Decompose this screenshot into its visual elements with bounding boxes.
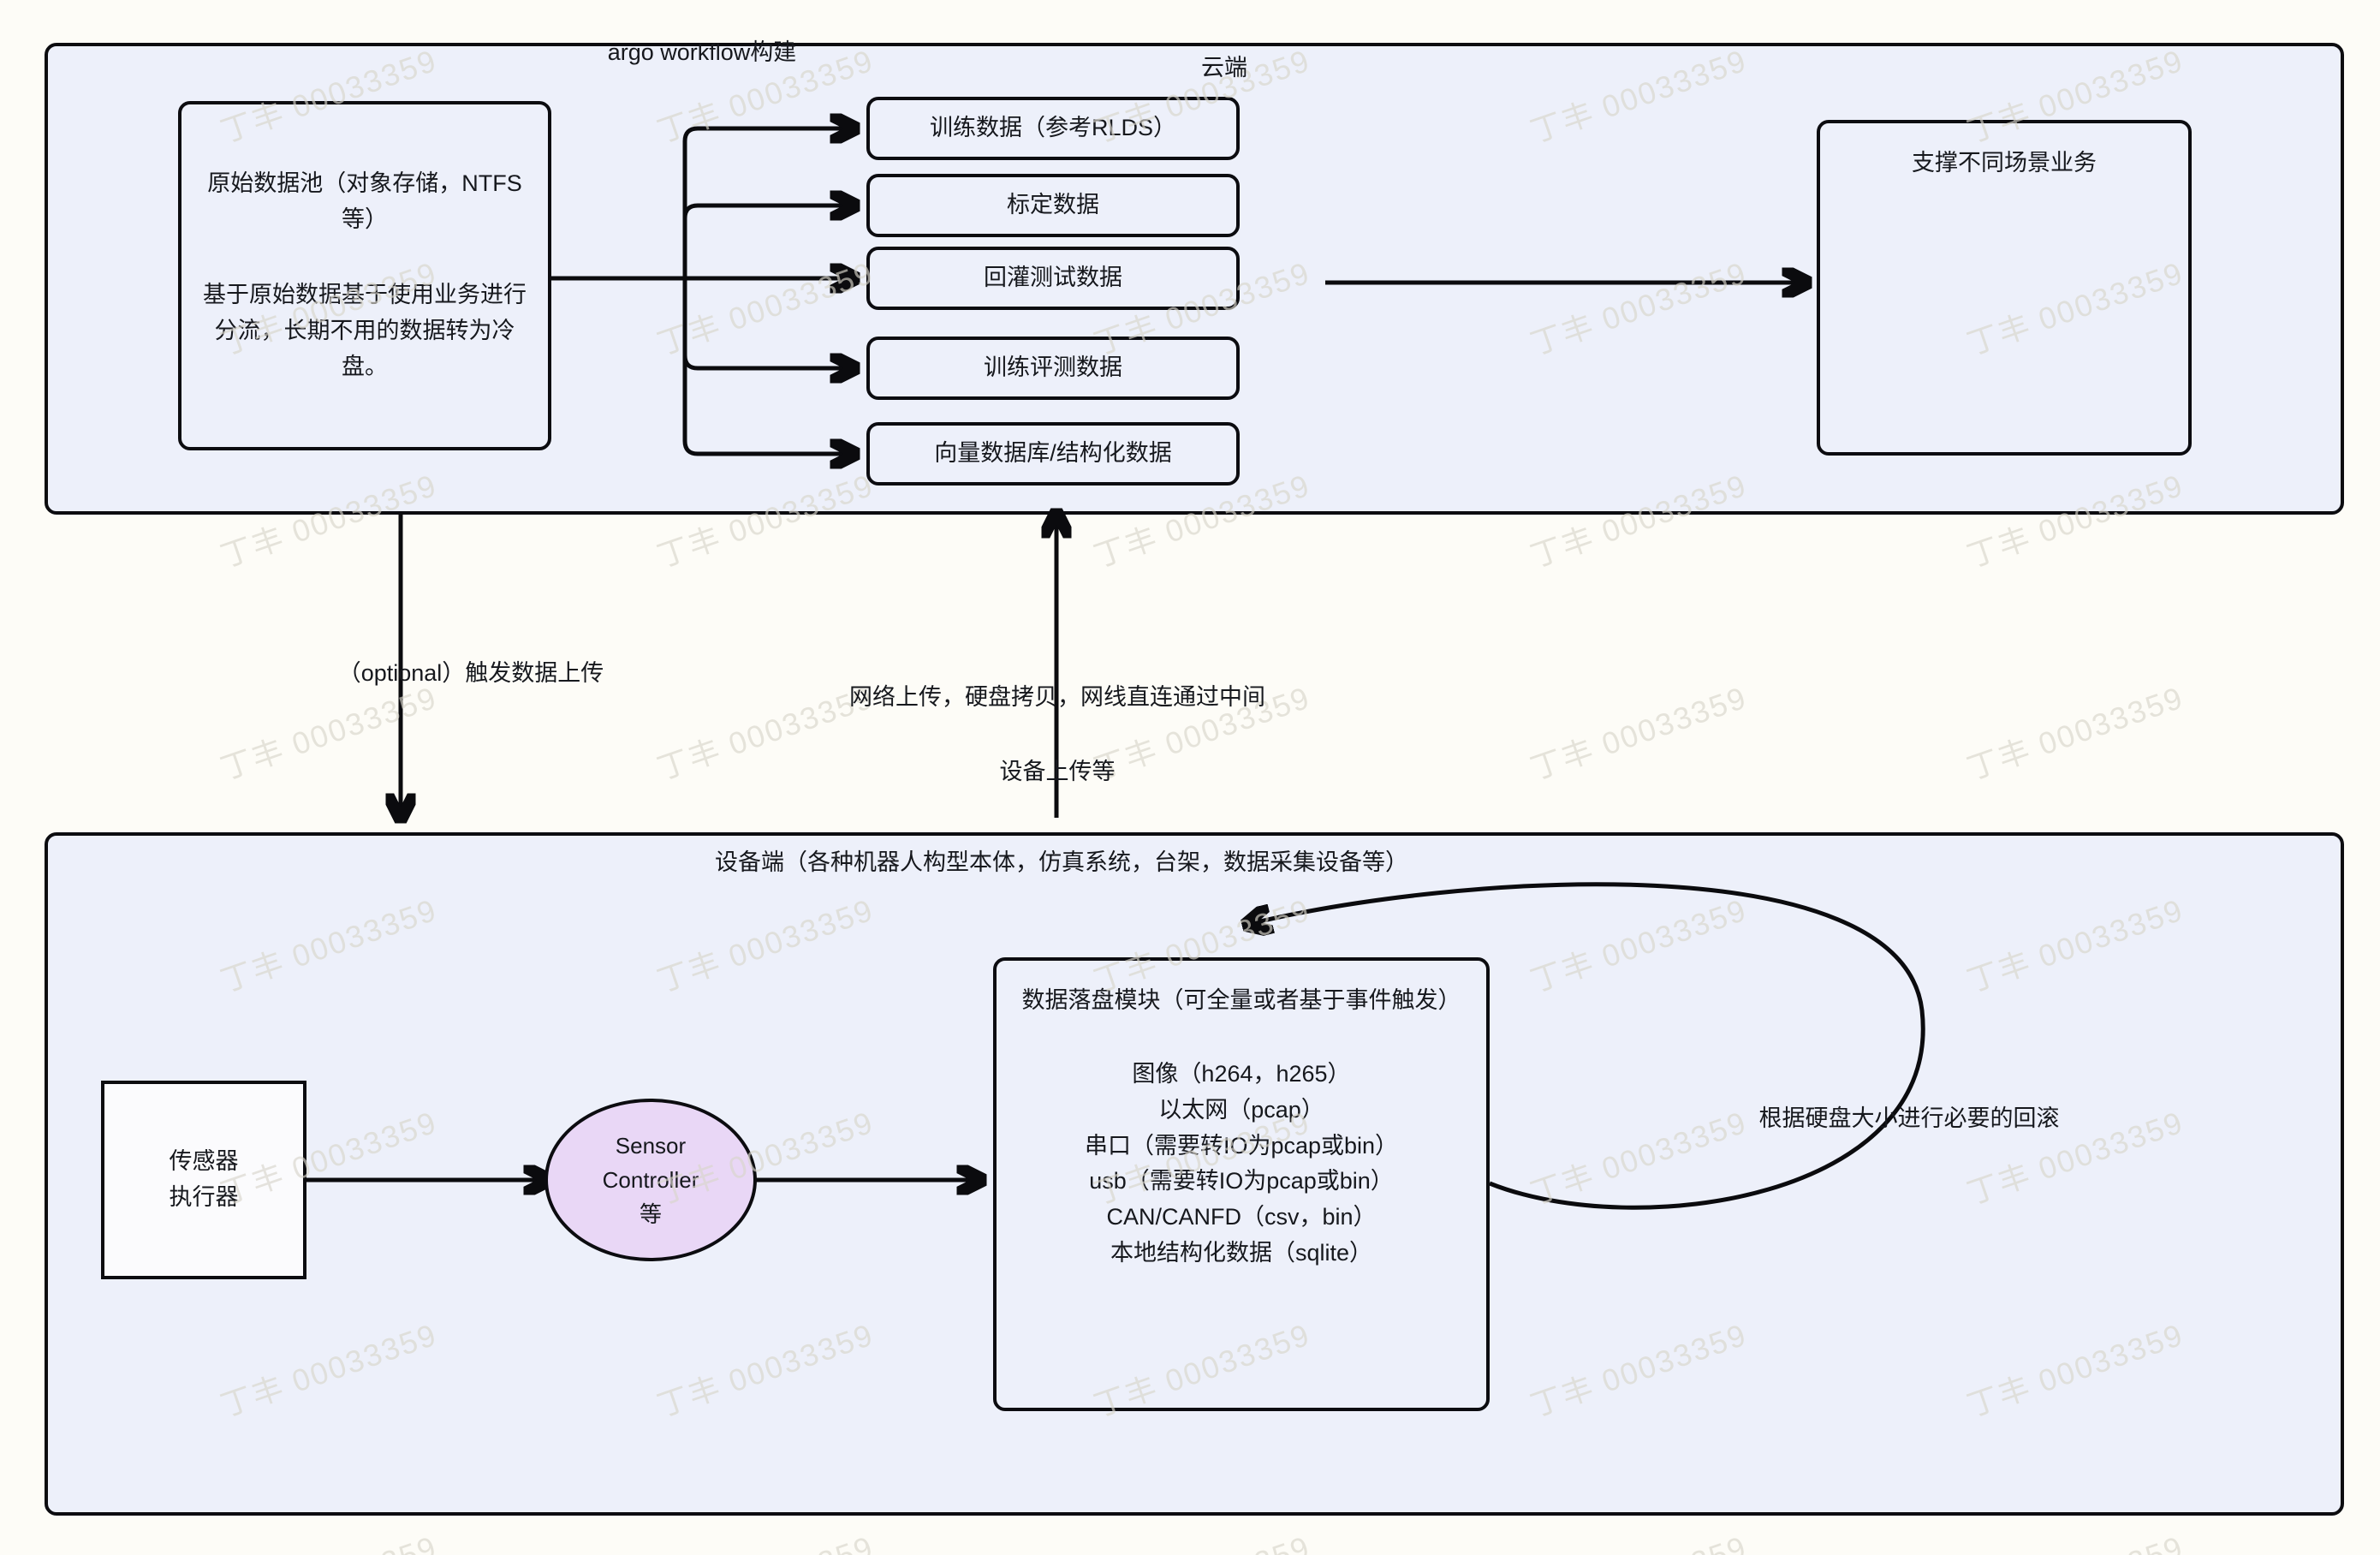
output-node-training-data[interactable]: 训练数据（参考RLDS） <box>866 97 1240 160</box>
storage-item: usb（需要转IO为pcap或bin） <box>1089 1168 1394 1195</box>
upload-methods-label: 网络上传，硬盘拷贝，网线直连通过中间 设备上传等 <box>818 642 1297 790</box>
rollback-note-label: 根据硬盘大小进行必要的回滚 <box>1758 1105 2060 1131</box>
raw-data-pool-line1: 原始数据池（对象存储，NTFS <box>207 170 522 197</box>
watermark-text: 丁丰 00033359 <box>0 1522 6 1555</box>
device-title: 设备端（各种机器人构型本体，仿真系统，台架，数据采集设备等） <box>715 849 1408 875</box>
output-label: 回灌测试数据 <box>984 265 1122 291</box>
watermark-text: 丁丰 00033359 <box>0 679 5 787</box>
watermark-text: 丁丰 00033359 <box>214 1522 443 1555</box>
watermark-text: 丁丰 00033359 <box>1961 1522 2189 1555</box>
raw-data-pool-line2: 等） <box>342 206 388 233</box>
raw-data-pool-node[interactable]: 原始数据池（对象存储，NTFS 等） 基于原始数据基于使用业务进行 分流，长期不… <box>178 101 551 450</box>
argo-workflow-label: argo workflow构建 <box>607 39 797 65</box>
raw-data-pool-line4: 分流，长期不用的数据转为冷 <box>214 317 515 343</box>
storage-item: 本地结构化数据（sqlite） <box>1110 1240 1373 1266</box>
storage-item: 图像（h264，h265） <box>1132 1060 1351 1087</box>
output-node-training-eval-data[interactable]: 训练评测数据 <box>866 337 1240 400</box>
sensor-line1: 传感器 <box>169 1148 239 1175</box>
watermark-text: 丁丰 00033359 <box>0 254 5 362</box>
controller-line1: Sensor <box>615 1132 687 1159</box>
output-node-label-data[interactable]: 标定数据 <box>866 174 1240 237</box>
watermark-text: 丁丰 00033359 <box>651 1522 879 1555</box>
watermark-text: 丁丰 00033359 <box>0 1104 5 1212</box>
controller-line3: 等 <box>639 1201 662 1228</box>
storage-module-header: 数据落盘模块（可全量或者基于事件触发） <box>1021 987 1461 1013</box>
storage-module-node[interactable]: 数据落盘模块（可全量或者基于事件触发） 图像（h264，h265） 以太网（pc… <box>993 957 1490 1411</box>
sensor-actuator-node[interactable]: 传感器 执行器 <box>101 1081 306 1279</box>
output-label: 向量数据库/结构化数据 <box>934 440 1172 467</box>
storage-item: 串口（需要转IO为pcap或bin） <box>1084 1132 1399 1159</box>
output-label: 训练数据（参考RLDS） <box>929 115 1177 141</box>
storage-item: CAN/CANFD（csv，bin） <box>1106 1204 1377 1230</box>
business-consumer-label: 支撑不同场景业务 <box>1912 150 2097 176</box>
watermark-text: 丁丰 00033359 <box>0 42 5 150</box>
output-node-vector-db[interactable]: 向量数据库/结构化数据 <box>866 422 1240 486</box>
business-consumer-node[interactable]: 支撑不同场景业务 <box>1817 120 2192 456</box>
watermark-text: 丁丰 00033359 <box>1526 679 1752 787</box>
raw-data-pool-line5: 盘。 <box>342 353 388 379</box>
controller-line2: Controller <box>602 1166 699 1193</box>
output-label: 训练评测数据 <box>984 354 1122 381</box>
storage-item: 以太网（pcap） <box>1158 1096 1324 1123</box>
watermark-text: 丁丰 00033359 <box>0 891 5 999</box>
sensor-line2: 执行器 <box>169 1184 239 1210</box>
watermark-text: 丁丰 00033359 <box>1962 679 2188 787</box>
upload-methods-line2: 设备上传等 <box>999 758 1116 784</box>
watermark-text: 丁丰 00033359 <box>0 1316 5 1424</box>
watermark-text: 丁丰 00033359 <box>1087 1522 1316 1555</box>
watermark-text: 丁丰 00033359 <box>1524 1522 1752 1555</box>
watermark-text: 丁丰 00033359 <box>0 467 5 575</box>
output-label: 标定数据 <box>1007 192 1099 218</box>
upload-methods-line1: 网络上传，硬盘拷贝，网线直连通过中间 <box>849 684 1265 711</box>
raw-data-pool-line3: 基于原始数据基于使用业务进行 <box>203 282 527 308</box>
storage-module-items: 图像（h264，h265） 以太网（pcap） 串口（需要转IO为pcap或bi… <box>1085 1057 1398 1272</box>
sensor-controller-node[interactable]: Sensor Controller 等 <box>544 1099 757 1261</box>
output-node-replay-test-data[interactable]: 回灌测试数据 <box>866 247 1240 310</box>
optional-upload-label: （optional）触发数据上传 <box>337 660 604 686</box>
cloud-title: 云端 <box>1201 55 1247 80</box>
